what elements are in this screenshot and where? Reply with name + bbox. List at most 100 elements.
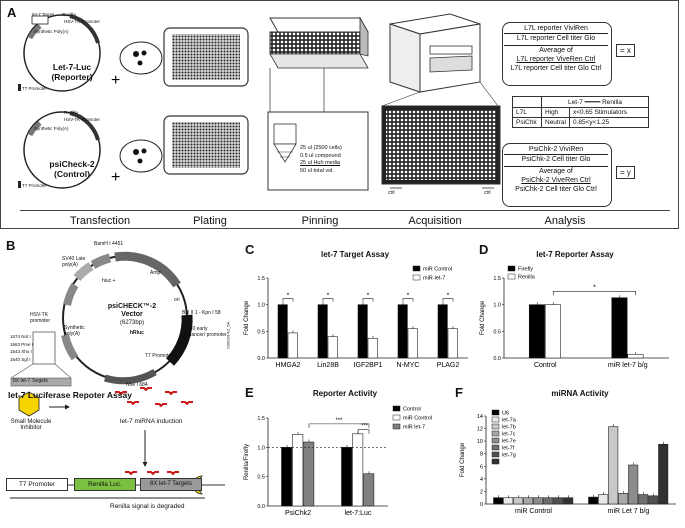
bar	[303, 441, 315, 507]
pinning-tool	[267, 16, 369, 191]
significance-label: ***	[361, 424, 369, 430]
legend-label: Control	[403, 407, 421, 413]
y-tick-label: 10	[477, 439, 483, 445]
legend-swatch	[491, 430, 500, 437]
bar	[627, 353, 644, 359]
significance-bracket	[357, 429, 370, 434]
x-formula-bracket	[502, 22, 612, 86]
legend-swatch	[507, 265, 516, 272]
legend-swatch	[392, 423, 401, 430]
psi-t7-label: T7 Promoter	[22, 183, 48, 188]
legend-swatch	[412, 265, 421, 272]
legend-label: miR-let-7	[423, 276, 445, 282]
step-transfection: Transfection	[69, 215, 131, 227]
panel-e-label: E	[245, 385, 254, 400]
bar	[447, 328, 458, 359]
sv40-late-arc	[90, 253, 112, 269]
table-head: Let-7 ━━━━ Renilla	[541, 96, 649, 108]
vector-label-hsv: HSV-TK promoter	[30, 312, 51, 324]
significance-label: ***	[335, 418, 343, 424]
renilla-box: Renilla Luc.	[74, 478, 136, 491]
y-formula: PsiChk-2 ViviRen PsiChk-2 Cell titer Glo…	[504, 145, 608, 194]
y-tick-label: 8	[480, 452, 483, 458]
x-tick-label: Control	[534, 362, 557, 369]
let7-hsv-label: HSV-TK Promoter	[64, 19, 101, 24]
plasmid-diagrams: + +	[18, 14, 163, 189]
significance-label: *	[287, 293, 290, 300]
bar	[287, 332, 298, 359]
let7-target-label: let-7 Target	[32, 12, 55, 17]
plating-plates	[163, 27, 249, 175]
psi-plasmid-name: psiCheck-2(Control)	[49, 159, 95, 179]
vector-label-ori: ori	[174, 297, 180, 303]
y-tick-label: 1.5	[257, 276, 265, 282]
chart-e-title: Reporter Activity	[312, 389, 378, 398]
bar	[588, 496, 599, 505]
vector-label-bgl: Bgl II 1 - Kpn I 58	[182, 310, 221, 316]
plate-1-wells	[172, 34, 240, 80]
bar	[397, 304, 408, 359]
legend-swatch	[491, 458, 500, 465]
x-tick-label: Lin28B	[317, 362, 339, 369]
legend-swatch	[491, 444, 500, 451]
bar	[608, 426, 619, 505]
bar	[357, 304, 368, 359]
y-tick-label: 1.0	[257, 445, 265, 451]
assay-inhibitor: Small Molecule Inhibitor	[10, 419, 52, 431]
y-axis-label: Fold Change	[244, 300, 250, 335]
let7-plasmid-ring	[23, 14, 101, 92]
chart-d-title: let-7 Reporter Assay	[536, 250, 614, 259]
y-tick-label: 14	[477, 414, 483, 420]
x-tick-label: HMGA2	[276, 362, 301, 369]
y-tick-label: 12	[477, 427, 483, 433]
significance-bracket	[362, 298, 374, 302]
bar	[292, 434, 304, 507]
y-tick-label: 0	[480, 502, 483, 508]
significance-label: *	[447, 293, 450, 300]
legend-label: miR Control	[403, 416, 432, 422]
significance-bracket	[308, 423, 370, 428]
psi-renilla-arc	[69, 111, 100, 141]
significance-bracket	[442, 298, 454, 302]
y-tick-label: 1.5	[493, 276, 501, 282]
x-tick-label: miR let-7 b/g	[608, 362, 648, 369]
let7-polyA-label: Synthetic Poly(A)	[34, 29, 69, 34]
significance-bracket	[282, 298, 294, 302]
assay-induction: let-7 miRNA induction	[120, 418, 183, 425]
y-axis-label: Renilla/Firefly	[244, 444, 250, 480]
let7-plasmid-name: Let-7-Luc(Reporter)	[51, 62, 93, 82]
legend-label: let-7f	[502, 446, 515, 452]
bar	[327, 336, 338, 359]
bar	[553, 497, 564, 505]
sites-box	[32, 331, 56, 365]
legend-label: let-7e	[502, 439, 516, 445]
vector-label-polya: Synthetic poly(A)	[64, 325, 85, 337]
x-formula: L7L reporter ViviRen L7L reporter Cell t…	[504, 24, 608, 73]
significance-bracket	[322, 298, 334, 302]
vector-label-t7: T7 Promoter	[145, 353, 173, 359]
bar	[598, 494, 609, 505]
ctrl-label-right: ctrl	[484, 190, 491, 196]
legend-swatch	[491, 451, 500, 458]
vector-label-amp: Ampʳ	[150, 270, 162, 276]
bar	[437, 304, 448, 359]
molecule-icon	[18, 391, 40, 417]
psi-polyA-label: Synthetic Poly(A)	[34, 126, 69, 131]
cell-icon-1	[119, 41, 163, 75]
vector-targets-box	[10, 377, 72, 387]
legend-label: let-7c	[502, 432, 516, 438]
bar	[618, 493, 629, 505]
x-tick-label: PLAG2	[437, 362, 460, 369]
let7-t7-label: T7 Promoter	[22, 86, 48, 91]
ctrl-label-left: ctrl	[388, 190, 395, 196]
let7-target-box	[31, 15, 49, 25]
legend-label: miR Control	[423, 267, 452, 273]
bar	[543, 497, 554, 505]
y-tick-label: 0.0	[257, 356, 265, 362]
bar	[611, 297, 628, 359]
legend-swatch	[491, 437, 500, 444]
legend-swatch	[392, 414, 401, 421]
